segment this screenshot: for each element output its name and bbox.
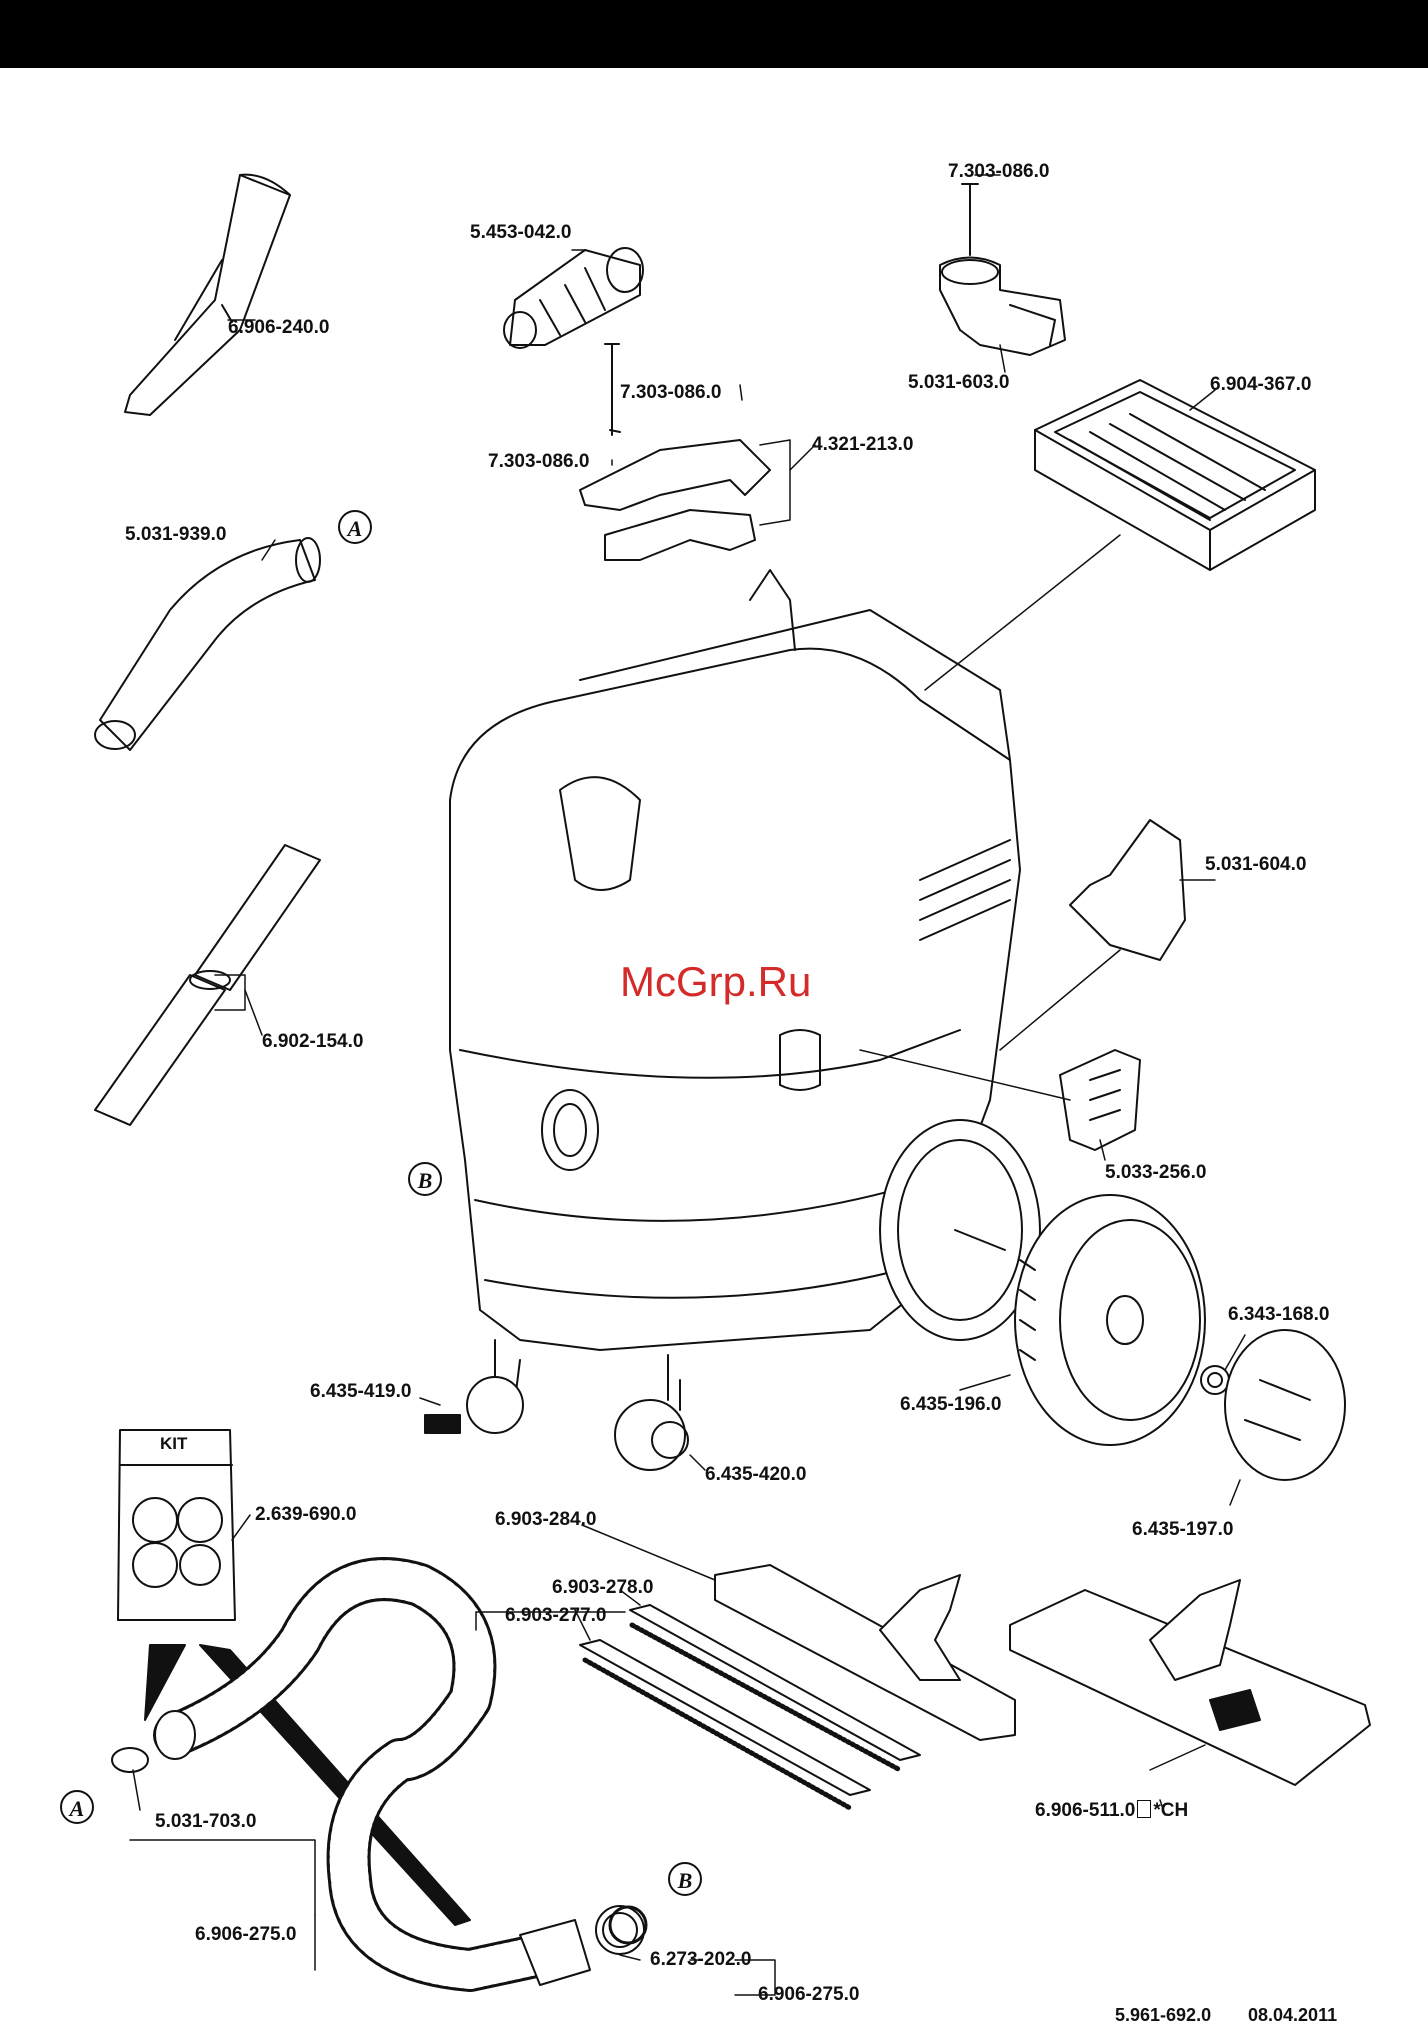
holder-drawing bbox=[939, 183, 1066, 356]
document-number: 5.961-692.0 bbox=[1115, 2005, 1212, 2025]
part-label-bend: 5.031-939.0 bbox=[125, 524, 227, 545]
suction-hose-drawing bbox=[111, 1557, 645, 1992]
part-label-screw-top: 7.303-086.0 bbox=[948, 161, 1050, 182]
wheel-drawing bbox=[1014, 1194, 1206, 1446]
part-label-seal-ring: 6.273-202.0 bbox=[650, 1949, 752, 1970]
part-label-extension-tube: 6.902-154.0 bbox=[262, 1031, 364, 1052]
part-label-caster-rear: 6.435-420.0 bbox=[705, 1464, 807, 1485]
mounted-wheel-drawing bbox=[879, 1119, 1041, 1341]
handle-drawing bbox=[579, 343, 771, 561]
part-label-wheel: 6.435-196.0 bbox=[900, 1394, 1002, 1415]
caster-rear-drawing bbox=[614, 1354, 689, 1471]
cover-flap-drawing bbox=[1059, 1049, 1141, 1151]
part-label-cover-flap: 5.033-256.0 bbox=[1105, 1162, 1207, 1183]
crevice-nozzle-drawing bbox=[124, 173, 291, 416]
part-label-flat-filter: 6.904-367.0 bbox=[1210, 374, 1312, 395]
leader-lines bbox=[129, 174, 1246, 1996]
extension-tubes-drawing bbox=[94, 844, 321, 1126]
reducer-drawing bbox=[503, 247, 644, 349]
part-label-screw-handle-right: 7.303-086.0 bbox=[620, 382, 722, 403]
part-label-caster-front: 6.435-419.0 bbox=[310, 1381, 412, 1402]
kit-pointer-drawing bbox=[144, 1644, 471, 1926]
combination-nozzle-drawing bbox=[1009, 1579, 1371, 1786]
part-label-suction-hose-left: 6.906-275.0 bbox=[195, 1924, 297, 1945]
combination-nozzle-number: 6.906-511.0 bbox=[1035, 1800, 1136, 1821]
part-label-strip-lower: 6.903-277.0 bbox=[505, 1605, 607, 1626]
squeegee-strips-drawing bbox=[579, 1604, 921, 1811]
header-bar bbox=[0, 0, 1428, 68]
part-label-combination-nozzle: 6.906-511.0 *CH bbox=[1035, 1800, 1188, 1820]
bend-pipe-drawing bbox=[94, 537, 321, 751]
document-date: 08.04.2011 bbox=[1248, 2005, 1338, 2025]
part-label-floor-nozzle: 6.903-284.0 bbox=[495, 1509, 597, 1530]
part-label-handle: 4.321-213.0 bbox=[812, 434, 914, 455]
callout-a-bend: A bbox=[338, 510, 372, 544]
side-cap-drawing bbox=[1069, 819, 1186, 961]
caster-front-drawing bbox=[424, 1339, 524, 1434]
part-label-hubcap: 6.435-197.0 bbox=[1132, 1519, 1234, 1540]
flat-filter-drawing bbox=[1034, 379, 1316, 571]
part-label-nut: 6.343-168.0 bbox=[1228, 1304, 1330, 1325]
part-label-holder: 5.031-603.0 bbox=[908, 372, 1010, 393]
callout-a-hose: A bbox=[60, 1790, 94, 1824]
part-label-strip-upper: 6.903-278.0 bbox=[552, 1577, 654, 1598]
watermark: McGrp.Ru bbox=[620, 958, 812, 1005]
kit-bag-label: KIT bbox=[160, 1434, 188, 1453]
part-label-reducer: 5.453-042.0 bbox=[470, 222, 572, 243]
part-label-kit: 2.639-690.0 bbox=[255, 1504, 357, 1525]
hubcap-drawing bbox=[1224, 1329, 1346, 1481]
seal-ring-drawing bbox=[608, 1905, 648, 1945]
vacuum-body-drawing bbox=[449, 569, 1021, 1411]
kit-bag-drawing bbox=[117, 1429, 236, 1621]
ch-marker-box bbox=[1137, 1800, 1152, 1818]
part-label-screw-handle-left: 7.303-086.0 bbox=[488, 451, 590, 472]
ch-suffix: *CH bbox=[1153, 1800, 1189, 1821]
part-label-side-cap: 5.031-604.0 bbox=[1205, 854, 1307, 875]
floor-nozzle-drawing bbox=[714, 1564, 1016, 1741]
part-label-suction-hose-right: 6.906-275.0 bbox=[758, 1984, 860, 2005]
part-label-clip: 5.031-703.0 bbox=[155, 1811, 257, 1832]
callout-b-body: B bbox=[408, 1162, 442, 1196]
callout-b-hose: B bbox=[668, 1862, 702, 1896]
part-label-crevice-nozzle: 6.906-240.0 bbox=[228, 317, 330, 338]
